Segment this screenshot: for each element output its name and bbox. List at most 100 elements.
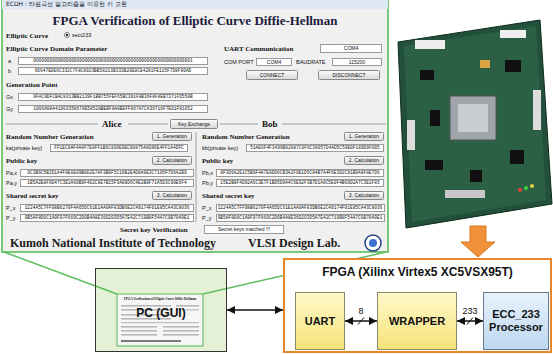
connector	[445, 190, 485, 198]
led	[518, 188, 522, 192]
thumbnail-row	[163, 326, 199, 328]
text-field: 1006A08A41903350678E58528BEBF8A0BEFF867A…	[18, 105, 208, 113]
gui-label: a	[8, 58, 11, 64]
pc-box-fill	[95, 268, 227, 352]
gui-label: Pa,x	[6, 170, 17, 176]
node-text: CONNECT	[260, 73, 285, 78]
button: 3. Calculation	[152, 191, 192, 200]
bus-slash	[467, 318, 473, 325]
thumbnail-row	[163, 334, 199, 336]
connector	[533, 90, 541, 130]
node-text: ECC_233 Processor	[484, 308, 548, 333]
gui-label: ka(private key)	[6, 145, 42, 151]
divider-line	[6, 124, 98, 125]
text-field: 1B5A2E8F9D47C3E1A60B9F4D2C8E7B15F3A09D6C…	[20, 179, 194, 187]
gui-window-frame	[2, 1, 388, 252]
gui-label: P_y	[6, 215, 15, 221]
node-text: COM4	[344, 46, 358, 51]
radio-button	[64, 32, 69, 37]
thumbnail-row	[121, 334, 157, 336]
node-text: COM4	[267, 60, 281, 65]
bus-width: 233	[461, 306, 478, 316]
connector	[415, 40, 445, 49]
fpga-chip	[450, 96, 496, 140]
node-text: 3. Calculation	[349, 193, 379, 198]
gui-label: UART Communication	[224, 45, 293, 53]
gui-label: P_x	[6, 205, 15, 211]
board-surface	[404, 26, 546, 222]
button: 2. Calculation	[152, 156, 192, 165]
fpga-board-photo	[398, 20, 552, 228]
thumbnail-row	[121, 326, 157, 328]
node-text: Secret keys matched !!!	[218, 227, 270, 232]
connector	[407, 120, 415, 150]
fpga-box: FPGA (Xilinx Virtex5 XC5VSX95T)UARTWRAPP…	[283, 258, 552, 353]
gui-window: ECDH : 타원곡선 알고리즘을 이용한 키 교환 FPGA Verificat…	[2, 0, 388, 252]
node-text: 1006A08A41903350678E58528BEBF8A0BEFF867A…	[33, 107, 192, 112]
button: DISCONNECT	[318, 70, 380, 80]
bus-width: 8	[357, 306, 364, 316]
node-text: 115200	[349, 60, 365, 65]
gui-label: BAUDRATE	[296, 59, 326, 65]
university-logo	[365, 235, 381, 251]
text-field: 66647EDE6C332C7F8C0923BB58213B333B20E9CE…	[18, 67, 208, 75]
gui-label: Elliptic Curve Domain Parameter	[6, 45, 107, 53]
dropdown: 115200	[332, 58, 382, 66]
node-text: 0F3D6A2E1C5B9F4A7E8D06CB3A2F9E1D5C84B7A4…	[220, 171, 379, 176]
gui-label: Random Number Generation	[202, 133, 290, 141]
node-text: 1. Generation	[157, 134, 187, 139]
button: 1. Generation	[152, 132, 192, 141]
radio-dot	[66, 34, 68, 36]
gui-thumbnail	[117, 294, 203, 346]
node-text: 1224A5C7FF98B6270F4A65DC61E1AA0AF83DB6E2…	[218, 206, 383, 211]
node-text: 1224A5C7FF98B6270F4A65DC61E1AA0AF83DB6E2…	[25, 206, 190, 211]
node-text: PC (GUI)	[136, 301, 185, 320]
text-field: 15E2B8F4D92A6C3E7F1B05D8A4C6E92F3B7D1A8C…	[216, 179, 384, 187]
ic-chip	[505, 60, 521, 72]
thumbnail-title: FPGA Verification of Elliptic Curve Diff…	[119, 297, 201, 301]
thumbnail-divider	[121, 322, 199, 324]
node-text: 0B5AF8D0C1A9F97F669C2D0B4A8E36D203D5A7E4…	[218, 216, 383, 221]
gui-label: Pb,y	[202, 180, 213, 186]
ic-chip	[510, 150, 524, 164]
gui-label: sect233	[72, 32, 91, 38]
node-text: WRAPPER	[389, 316, 445, 327]
bus-connector	[227, 309, 283, 311]
led	[524, 186, 528, 190]
gui-label: VLSI Design Lab.	[248, 236, 340, 251]
button: 2. Calculation	[344, 156, 384, 165]
thumbnail-frame	[117, 294, 203, 346]
node-text: 1. Generation	[349, 134, 379, 139]
node-text: DISCONNECT	[332, 73, 365, 78]
text-field: 51AE6F4F3496B82087C0F6C38057D4AD5C59E0F1…	[246, 144, 384, 152]
text-field: 0000000000000000000000000000000000000000…	[18, 57, 208, 65]
node-text: ECDH : 타원곡선 알고리즘을 이용한 키 교환	[2, 0, 388, 9]
node-text: 2. Calculation	[157, 158, 187, 163]
gui-label: Alice	[102, 119, 122, 129]
text-field: FF1EC8AF4A8F7E8FF1B6C830E9EC90875A8D86E4…	[50, 144, 188, 152]
gui-label: Elliptic Curve	[6, 32, 48, 40]
gui-label: Random Number Generation	[6, 133, 94, 141]
gui-label: Public key	[6, 157, 37, 165]
node-text: FF1EC8AF4A8F7E8FF1B6C830E9EC90875A8D86E4…	[54, 146, 184, 151]
text-field: 0F3D6A2E1C5B9F4A7E8D06CB3A2F9E1D5C84B7A4…	[216, 169, 384, 177]
orange-arrow	[461, 226, 495, 257]
node-text: 51AE6F4F3496B82087C0F6C38057D4AD5C59E0F1…	[250, 146, 380, 151]
dropdown: COM4	[256, 58, 292, 66]
gui-label: Generation Point	[6, 81, 58, 89]
gui-label: Gy	[6, 106, 13, 112]
zoom-line	[4, 252, 117, 294]
gui-label: P_x	[202, 205, 211, 211]
button: Key Exchange	[170, 119, 218, 129]
text-field: 1224A5C7FF98B6270F4A65DC61E1AA0AF83DB6E2…	[216, 204, 385, 212]
node-text: FPGA Verification of Elliptic Curve Diff…	[2, 13, 388, 29]
node-text: 0B5AF8D0C1A9F97F669C2D0B4A8E36D203D5A7E4…	[25, 216, 190, 221]
node-text: 0C3B6C5B2D1A4F8E6E09B8D2E7AF3B0F5C16B2E4…	[27, 171, 186, 176]
fpga-chip-lid	[458, 104, 488, 132]
node-text: FPGA (Xilinx Virtex5 XC5VSX95T)	[285, 260, 550, 279]
divider-line	[128, 124, 168, 125]
divider-line	[220, 124, 258, 125]
